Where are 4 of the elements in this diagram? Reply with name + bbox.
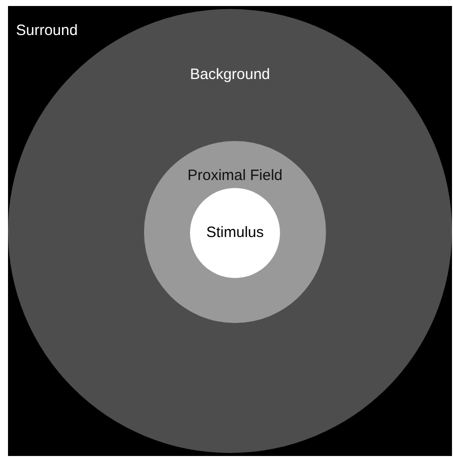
region-label: Stimulus: [206, 224, 264, 242]
region-label: Background: [190, 66, 270, 84]
region-label: Surround: [16, 22, 78, 40]
region-label: Proximal Field: [187, 167, 283, 185]
